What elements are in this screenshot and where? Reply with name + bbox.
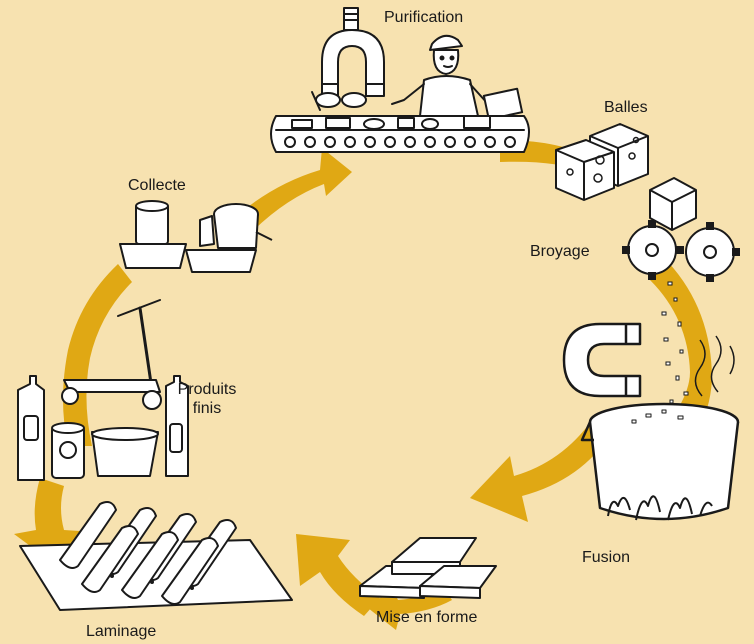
produits-finis-illustration [17, 299, 189, 481]
arrow-fusion-to-mise-en-forme [470, 420, 612, 522]
label-balles: Balles [604, 99, 648, 116]
label-purification: Purification [384, 9, 464, 26]
label-fusion: Fusion [582, 549, 631, 566]
label-produits-line2: finis [192, 400, 222, 417]
arrow-produits-to-collecte [63, 264, 132, 446]
collecte-illustration [119, 200, 273, 273]
label-broyage: Broyage [528, 242, 592, 261]
label-produits-finis: Produits finis [174, 380, 240, 418]
fusion-illustration [580, 335, 740, 521]
magnet-illustration [562, 322, 642, 398]
balles-illustration [555, 123, 697, 231]
label-produits-line1: Produits [177, 381, 237, 398]
label-laminage: Laminage [86, 623, 157, 640]
purification-illustration [270, 7, 530, 153]
label-collecte: Collecte [128, 177, 186, 194]
mise-en-forme-illustration [359, 537, 497, 599]
arrow-collecte-to-purification [230, 148, 352, 238]
laminage-illustration [19, 501, 293, 611]
broyage-illustration [622, 220, 740, 404]
label-mise-en-forme: Mise en forme [376, 609, 478, 626]
arrow-mise-en-forme-to-laminage [296, 534, 380, 616]
